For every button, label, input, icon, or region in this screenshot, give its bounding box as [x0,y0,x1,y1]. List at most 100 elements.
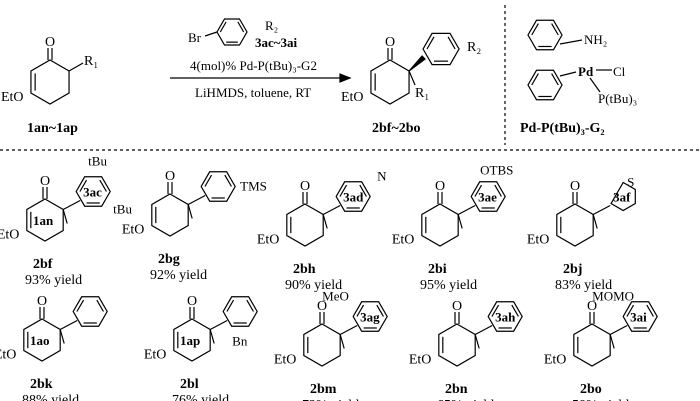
cyclohexenone-ring [286,203,324,247]
catalyst-nh2: NH₂ [584,32,607,47]
wedge-bond [408,55,426,72]
aromatic-double-bond [376,304,384,317]
methyl-bond [339,334,345,349]
yield-label: 90% yield [285,278,342,293]
carbonyl-oxygen: O [587,299,597,314]
aromatic-double-bond [246,299,254,312]
methyl-bond [592,214,598,229]
carbonyl-oxygen: O [40,174,50,189]
substituent-label: OTBS [480,163,513,178]
carbonyl-oxygen: O [165,169,175,184]
ethoxy-group: EtO [544,353,567,368]
yield-label: 92% yield [150,268,207,283]
carbonyl-oxygen: O [300,179,310,194]
aryl-ring [222,296,258,327]
aromatic-double-bond [339,184,348,197]
aromatic-double-bond [204,174,213,187]
aromatic-double-bond [237,21,245,33]
aromatic-double-bond [531,73,539,86]
catalyst-cl: Cl [613,64,626,79]
aromatic-double-bond [551,73,559,86]
yield-label: 88% yield [22,393,79,401]
compound-label: 2bf [33,257,53,272]
yield-label: 72% yield [302,398,359,401]
aromatic-double-bond [426,36,435,50]
aryl-bond [322,204,341,216]
aryl-ring [75,176,111,207]
aryl-bromide-ring [216,18,248,46]
methyl-bond [609,334,615,349]
aryl-ring [470,181,506,212]
methyl-bond [457,214,463,229]
aryl-ring [352,301,388,332]
bond [589,77,601,93]
yield-label: 65% yield [437,398,494,401]
substituent-label: tBu [88,154,107,169]
substituent-label: TMS [240,179,267,194]
compound-label: 2bn [445,382,468,397]
aryl-ring [622,301,658,332]
aryl-bond [592,204,611,216]
methyl-bond [187,204,193,219]
arrow-head [339,73,352,83]
carbonyl-oxygen: O [385,35,395,50]
carbonyl-oxygen: O [317,299,327,314]
aryl-bond [609,324,628,336]
aromatic-double-bond [551,23,559,36]
cyclohexenone-ring [421,203,459,247]
aryl-source-label: 3ag [360,310,380,325]
aryl-ring [200,171,236,202]
carbonyl-oxygen: O [37,294,47,309]
product-r2: R₂ [467,40,481,55]
catalyst-ring-top [527,19,563,51]
compound-label: 2bm [310,382,337,397]
aromatic-double-bond [474,184,483,197]
aromatic-double-bond [447,36,456,50]
ethoxy-group: EtO [257,233,280,248]
aryl-source-label: 3ae [478,190,497,205]
carbonyl-oxygen: O [452,299,462,314]
aryl-bromide-br: Br [188,30,202,45]
aromatic-double-bond [99,179,107,192]
catalyst-name: Pd-P(tBu)₃-G₂ [520,121,605,136]
ethoxy-group: EtO [341,90,364,105]
aryl-bond [339,324,358,336]
catalyst-pd: Pd [578,64,594,79]
compound-label: 2bo [580,382,602,397]
bond [68,62,84,72]
condition-base-solvent: LiHMDS, toluene, RT [195,85,311,100]
ethoxy-group: EtO [392,233,415,248]
aromatic-double-bond [531,23,539,36]
ethoxy-group: EtO [122,223,145,238]
thiophene-ring [610,181,636,212]
product-aryl-ring [422,32,460,66]
aryl-bond [457,204,476,216]
methyl-bond [474,334,480,349]
bond [559,71,577,77]
substituent-label: MOMO [592,289,634,304]
yield-label: 95% yield [420,278,477,293]
aryl-bond [62,199,81,211]
reactant-label: 1an~1ap [27,121,78,136]
cyclohexenone-ring [303,323,341,367]
product-r1: R₁ [415,86,429,101]
substituent-label: MeO [322,289,349,304]
aryl-bond [59,319,78,331]
aryl-bond [209,319,228,331]
aryl-bond [187,194,206,206]
aryl-ring [72,296,108,327]
aryl-source-label: 3ai [630,310,647,325]
aryl-bromide-label: 3ac~3ai [255,35,298,50]
aromatic-double-bond [224,174,232,187]
catalyst-phosphine: P(tBu)₃ [598,91,637,106]
ketone-source-label: 1an [33,213,54,228]
compound-label: 2bg [158,252,180,267]
ketone-source-label: 1ao [30,333,50,348]
compound-label: 2bi [428,262,447,277]
substituent-label: tBu [113,202,132,217]
yield-label: 76% yield [172,393,229,401]
cyclohexenone-ring [151,193,189,237]
ketone-source-label: 1ap [180,333,200,348]
